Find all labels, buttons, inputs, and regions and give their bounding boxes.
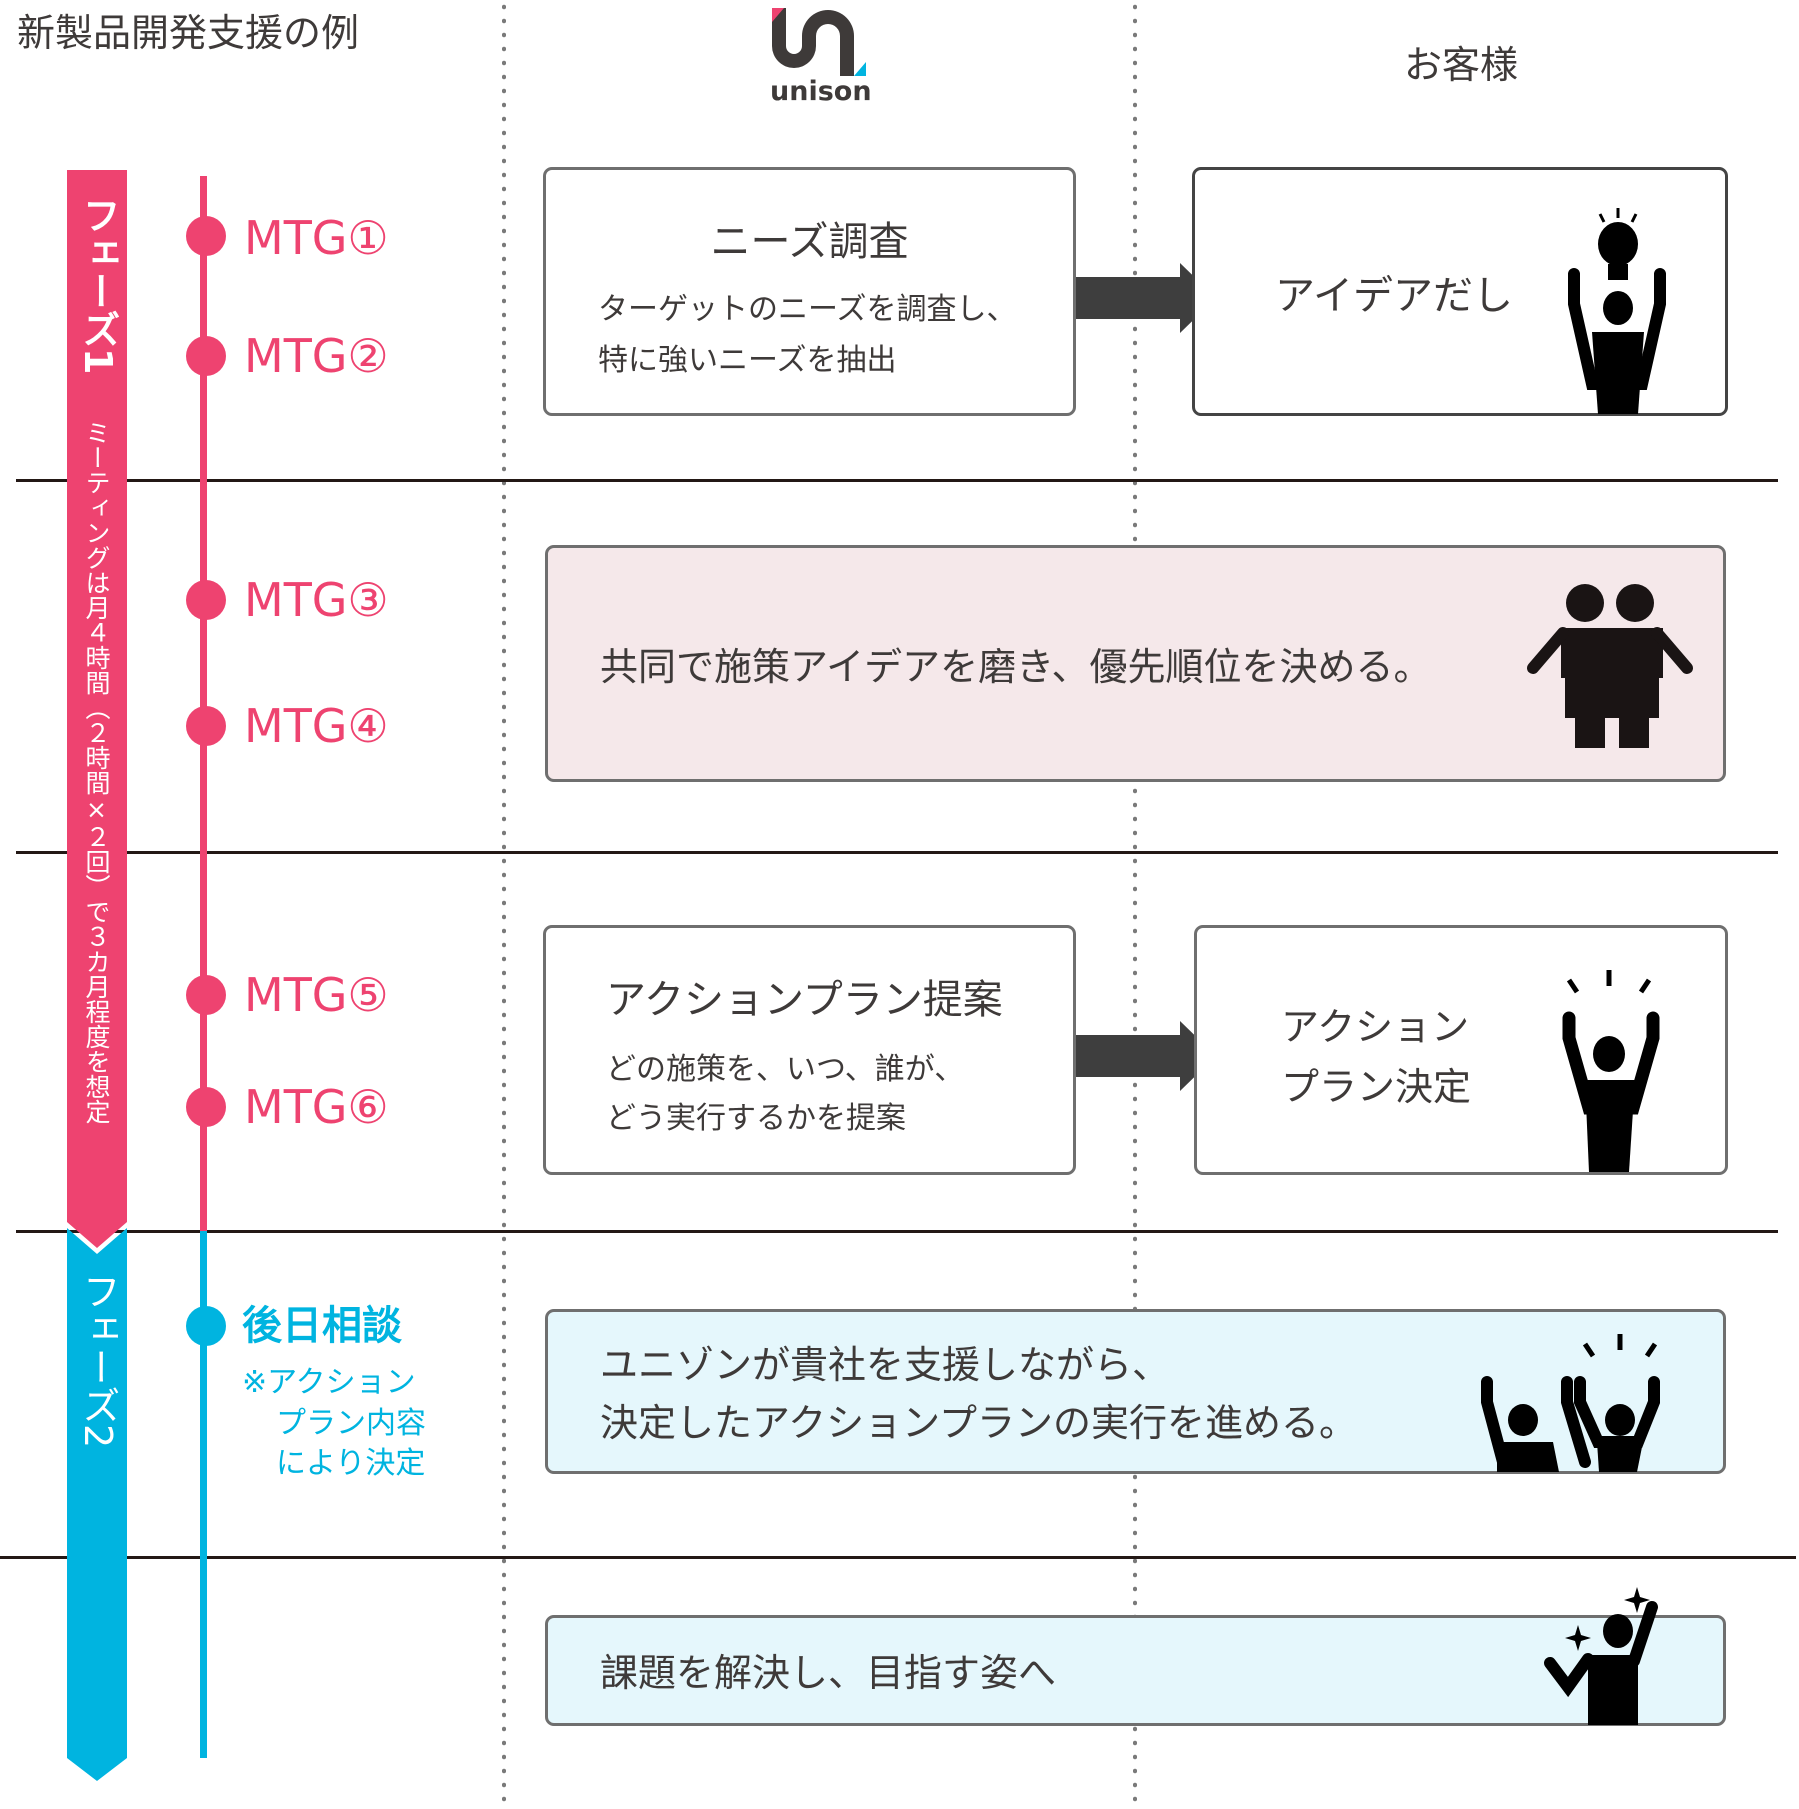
person-success-icon [1544, 1587, 1658, 1725]
phase1-label: フェーズ1 [76, 196, 120, 375]
timeline-dot [186, 336, 226, 376]
row-divider [16, 851, 1778, 854]
phase2-label: フェーズ2 [76, 1272, 120, 1449]
unison-logo: unison [770, 6, 872, 107]
page-title: 新製品開発支援の例 [17, 11, 360, 55]
phase-arrows [67, 170, 127, 1781]
refine-box: 共同で施策アイデアを磨き、優先順位を決める。 [545, 545, 1726, 782]
meeting-label: MTG⑥ [244, 1080, 389, 1134]
timeline-phase1 [200, 176, 207, 1231]
column-divider [1133, 0, 1137, 1809]
phase2-arrow [67, 1228, 127, 1781]
customer-column-header: お客様 [1404, 43, 1519, 87]
row-divider [16, 479, 1778, 482]
box-text: 特に強いニーズを抽出 [598, 343, 897, 378]
timeline-dot [186, 580, 226, 620]
phase1-note: ミーティングは月４時間（２時間×２回）で３カ月程度を想定 [82, 420, 111, 1124]
idea-box: アイデアだし [1192, 167, 1728, 416]
box-text: ユニゾンが貴社を支援しながら、 [600, 1343, 1171, 1387]
action-plan-proposal-box: アクションプラン提案 どの施策を、いつ、誰が、 どう実行するかを提案 [543, 925, 1076, 1175]
row-divider [16, 1230, 1778, 1233]
followup-note: プラン内容 [276, 1406, 426, 1441]
box-title: アクションプラン提案 [606, 977, 1003, 1023]
timeline-dot [186, 975, 226, 1015]
person-lightbulb-icon [1568, 208, 1666, 414]
phase1-arrow [67, 170, 127, 1248]
meeting-label: MTG③ [244, 573, 389, 627]
person-cheering-icon [1562, 970, 1660, 1172]
meeting-label: MTG② [244, 329, 389, 383]
box-text: 共同で施策アイデアを磨き、優先順位を決める。 [600, 645, 1432, 689]
box-text: どの施策を、いつ、誰が、 [606, 1052, 965, 1087]
arrow-right-icon [1076, 1021, 1216, 1091]
box-text: ターゲットのニーズを調査し、 [598, 292, 1017, 327]
two-people-icon [1527, 584, 1693, 748]
box-text: 決定したアクションプランの実行を進める。 [600, 1401, 1357, 1445]
meeting-label: MTG① [244, 211, 389, 265]
followup-label: 後日相談 [242, 1303, 402, 1349]
box-text: どう実行するかを提案 [606, 1101, 906, 1136]
box-title: アイデアだし [1275, 273, 1513, 319]
meeting-label: MTG⑤ [244, 968, 389, 1022]
timeline-dot [186, 1306, 226, 1346]
execution-box: ユニゾンが貴社を支援しながら、 決定したアクションプランの実行を進める。 [545, 1309, 1726, 1474]
box-title: ニーズ調査 [710, 219, 909, 265]
action-plan-decision-box: アクション プラン決定 [1194, 925, 1728, 1175]
followup-note: により決定 [276, 1446, 426, 1481]
two-people-cheering-icon [1481, 1334, 1660, 1472]
column-divider [502, 0, 506, 1809]
timeline-phase2 [200, 1231, 207, 1758]
timeline-dot [186, 216, 226, 256]
goal-box: 課題を解決し、目指す姿へ [545, 1615, 1726, 1726]
timeline-dot [186, 1087, 226, 1127]
needs-research-box: ニーズ調査 ターゲットのニーズを調査し、 特に強いニーズを抽出 [543, 167, 1076, 416]
box-text: アクション [1281, 1005, 1470, 1049]
logo-text: unison [770, 76, 872, 107]
box-text: プラン決定 [1281, 1065, 1472, 1109]
row-divider [0, 1556, 1796, 1559]
box-text: 課題を解決し、目指す姿へ [600, 1651, 1057, 1695]
unison-logo-mark-icon [772, 8, 866, 76]
followup-note: ※アクション [242, 1365, 416, 1400]
meeting-label: MTG④ [244, 699, 389, 753]
timeline-dot [186, 706, 226, 746]
arrow-right-icon [1076, 263, 1216, 333]
